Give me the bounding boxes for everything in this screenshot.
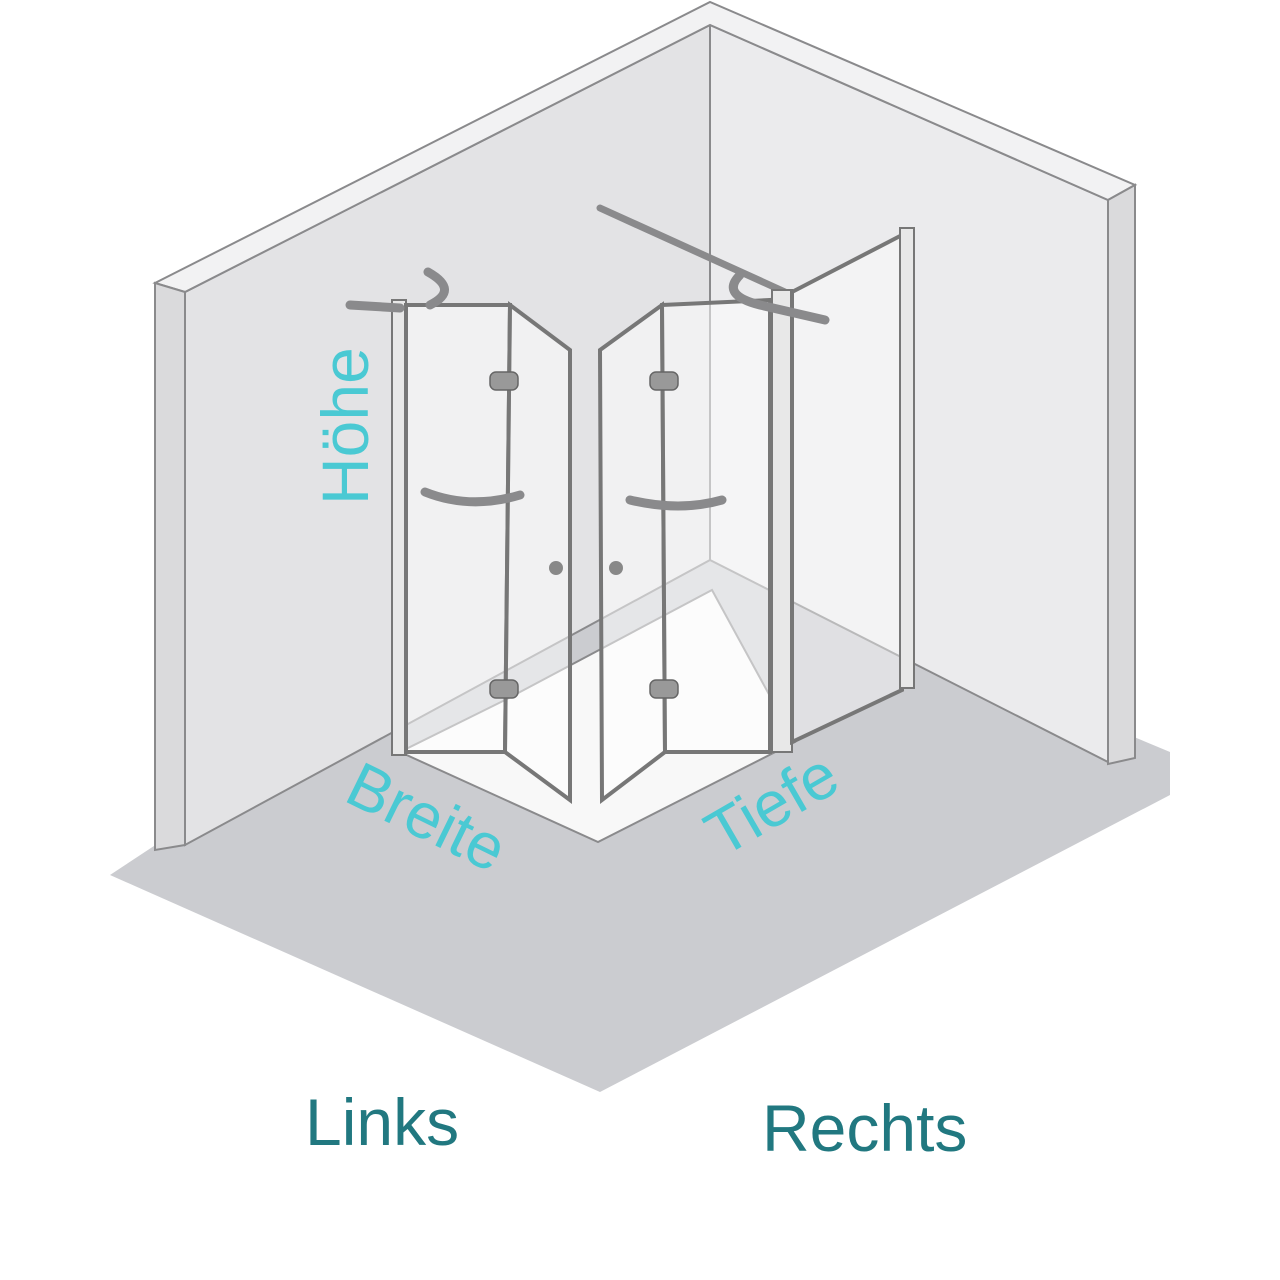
right-wall-edge [1107,183,1136,766]
swing-arrow-icon [625,495,727,511]
left-wall-edge [154,281,186,852]
height-label: Höhe [308,347,382,505]
floor [110,560,1170,1092]
fixed-side-panel [790,231,904,746]
hinge [649,679,679,699]
door-knob-left [549,561,563,575]
hinge [489,371,519,391]
variant-right-label: Rechts [762,1091,967,1165]
wall-profile [899,227,915,689]
swing-arrow-icon [420,487,525,507]
rotate-arrow-icon [728,270,830,325]
right-door-panel-2 [659,297,772,754]
hinge [649,371,679,391]
variant-left-label: Links [305,1085,459,1159]
support-rod [596,204,789,296]
left-post [391,299,407,756]
door-knob-right [609,561,623,575]
left-door-panel-2 [502,301,572,804]
hinges [489,371,679,699]
hinge [489,679,519,699]
right-post [771,289,793,753]
rotate-arrow-icon [345,267,449,313]
